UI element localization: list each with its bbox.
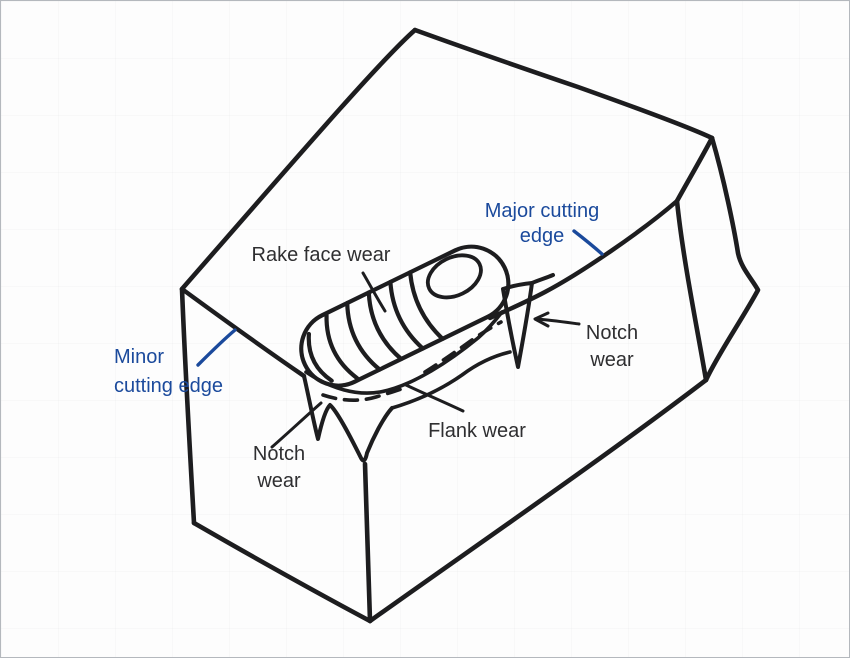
right-silhouette-edge [703, 135, 761, 383]
black-leader-lines [270, 271, 581, 449]
notch-wear-right-arrowhead [533, 311, 550, 328]
front-left-edge [362, 461, 373, 624]
top-right-silhouette-edge [412, 27, 715, 141]
crater-hatch-1 [306, 331, 334, 383]
major-cutting-edge-line [487, 198, 680, 321]
wear-land-dashed-line-2 [423, 320, 503, 374]
crater-hatch-2 [324, 313, 360, 381]
rake-face-wear-label: Rake face wear [251, 244, 391, 266]
minor-cutting-edge-leader [196, 328, 237, 367]
bottom-front-edge [367, 377, 709, 624]
minor-cutting-edge-line [179, 286, 307, 379]
notch-wear-right-label-line1: Notch [585, 322, 639, 344]
right-notch-outline [501, 281, 534, 369]
bottom-left-edge [191, 520, 373, 624]
notch-wear-left-label-line2: wear [257, 470, 301, 492]
minor-cutting-edge-label-line2: cutting edge [114, 375, 223, 397]
flank-wear-band [304, 310, 512, 410]
right-notch-tick [530, 273, 555, 285]
crater-hatch-4 [366, 290, 404, 362]
blue-leader-lines [196, 229, 604, 367]
notch-wear-left-leader [270, 401, 323, 449]
crater-hatch-3 [345, 300, 382, 372]
notch-wear-right-label: Notch wear [570, 320, 654, 374]
cutting-edges [179, 198, 680, 379]
minor-cutting-edge-label-line1: Minor [114, 346, 165, 368]
minor-cutting-edge-label: Minor cutting edge [114, 343, 254, 401]
crater-outline [299, 244, 511, 388]
front-right-edge [674, 198, 709, 383]
notch-wear-right-shape [501, 273, 555, 369]
left-silhouette-edge [179, 286, 197, 526]
notch-wear-right-label-line2: wear [590, 349, 634, 371]
top-left-silhouette-edge [179, 27, 418, 292]
crater-hatch-5 [388, 279, 425, 351]
major-cutting-edge-label-line2: edge [519, 225, 565, 247]
insert-body-outline [179, 27, 761, 624]
left-notch-outline [302, 374, 394, 463]
notch-wear-left-shape [302, 374, 394, 463]
crater-end-ellipse [425, 253, 483, 300]
major-cutting-edge-label-line1: Major cutting [484, 200, 600, 222]
wear-land-lower-line [390, 350, 512, 410]
major-cutting-edge-label: Major cutting edge [475, 199, 609, 249]
wear-land-dashed-line-1 [321, 386, 406, 402]
crater-hatch-6 [408, 270, 445, 341]
rake-face-wear-leader [361, 271, 387, 313]
major-cutting-edge-leader [572, 229, 604, 256]
notch-wear-left-label: Notch wear [237, 441, 321, 495]
notch-wear-right-leader [535, 317, 581, 326]
rake-face-wear-crater [299, 244, 511, 388]
notch-wear-left-label-line1: Notch [252, 443, 306, 465]
flank-wear-label: Flank wear [428, 420, 526, 442]
top-right-corner-edge [674, 135, 715, 204]
flank-wear-leader [404, 383, 465, 413]
